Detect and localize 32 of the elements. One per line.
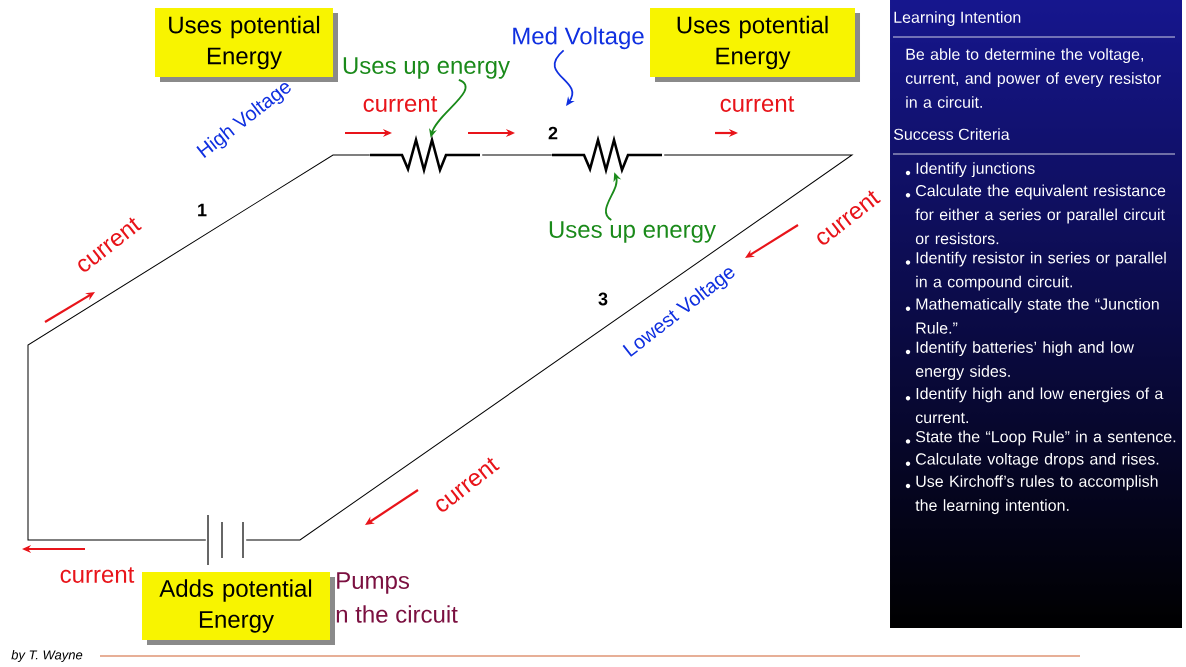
point-number: 3 <box>598 292 608 306</box>
current-label: current <box>720 96 795 112</box>
current-label: current <box>60 567 135 583</box>
panel-heading: Success Criteria <box>893 128 1010 140</box>
list-item: Calculate voltage drops and rises. <box>905 452 1159 468</box>
resistor-symbol <box>370 134 480 176</box>
point-number: 1 <box>198 203 207 217</box>
author-credit: by T. Wayne <box>11 649 83 663</box>
annotation-text: Uses up energy <box>549 221 716 243</box>
list-item: Identify high and low energies of a current. <box>905 387 1164 424</box>
list-item: Identify resistor in series or parallel in a compound circuit. <box>905 251 1166 291</box>
note-text: Pumps <box>337 572 410 594</box>
list-item: Identify junctions <box>905 162 1035 178</box>
point-number: 2 <box>548 126 558 140</box>
list-item: Use Kirchoff’s rules to accomplish the learning intention. <box>905 475 1158 515</box>
callout-box: Uses potential Energy <box>155 8 338 82</box>
panel-heading: Learning Intention <box>894 11 1021 27</box>
battery-symbol <box>207 514 244 566</box>
annotation-text: Uses up energy <box>343 57 510 79</box>
annotation-text: Med Voltage <box>513 26 644 50</box>
wire <box>245 154 853 541</box>
list-item: State the “Loop Rule” in a sentence. <box>905 430 1176 446</box>
current-label: current <box>363 96 438 112</box>
wire <box>27 154 371 541</box>
list-item: Identify batteries’ high and low energy sides. <box>905 341 1134 381</box>
panel-text: Be able to determine the voltage, current, and power of every resistor in a circuit. <box>905 48 1161 108</box>
callout-box: Adds potential Energy <box>142 572 335 645</box>
squiggle-arrow <box>553 49 575 106</box>
callout-box: Uses potential Energy <box>650 8 860 82</box>
wire <box>481 154 553 156</box>
list-item: Calculate the equivalent resistance for either a series or parallel circuit or resistors. <box>905 184 1166 245</box>
list-item: Mathematically state the “Junction Rule.” <box>905 298 1159 334</box>
